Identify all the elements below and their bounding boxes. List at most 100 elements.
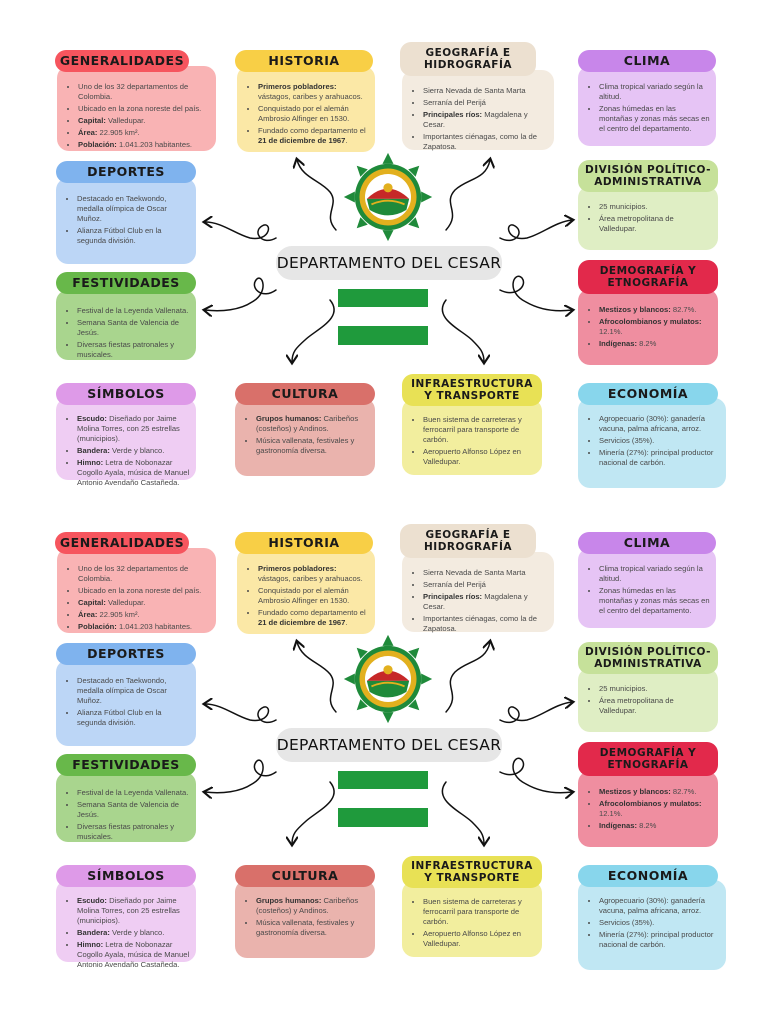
cultura-list: Grupos humanos: Caribeños (costeños) y A… [245, 414, 369, 456]
demografia-title: DEMOGRAFÍA Y ETNOGRAFÍA [578, 260, 718, 294]
mind-map-top: DEPARTAMENTO DEL CESAR Uno de los 32 dep… [0, 0, 768, 488]
arrow-to-geografia [445, 160, 490, 231]
list-item: Sierra Nevada de Santa Marta [423, 568, 548, 578]
deportes-list: Destacado en Taekwondo, medalla olímpica… [66, 194, 190, 246]
list-item: Agropecuario (30%): ganadería vacuna, pa… [599, 414, 720, 434]
item-text: Minería (27%): principal productor nacio… [599, 930, 714, 950]
item-text: Fundado como departamento el [258, 608, 366, 618]
list-item: Importantes ciénagas, como la de Zapatos… [423, 614, 548, 634]
generalidades-title: GENERALIDADES [55, 532, 189, 554]
clima-card: Clima tropical variado según la altitud.… [578, 548, 716, 628]
coat-of-arms-icon [343, 634, 433, 724]
item-text: . [345, 136, 348, 146]
clima-list: Clima tropical variado según la altitud.… [588, 82, 710, 134]
item-text: Diversas fiestas patronales y musicales. [77, 340, 175, 360]
simbolos-title: SÍMBOLOS [56, 383, 196, 405]
item-label: Principales ríos: [423, 592, 483, 602]
item-label: Escudo: [77, 896, 107, 905]
cultura-card: Grupos humanos: Caribeños (costeños) y A… [235, 398, 375, 476]
list-item: Conquistado por el alemán Ambrosio Alfin… [258, 104, 369, 124]
economia-card: Agropecuario (30%): ganadería vacuna, pa… [578, 880, 726, 970]
cultura-list: Grupos humanos: Caribeños (costeños) y A… [245, 896, 369, 938]
item-text: Caribeños (costeños) y Andinos. [256, 896, 359, 916]
item-text: Festival de la Leyenda Vallenata. [77, 306, 189, 315]
item-text: Aeropuerto Alfonso López en Valledupar. [423, 929, 521, 949]
list-item: Bandera: Verde y blanco. [77, 446, 190, 456]
clima-list: Clima tropical variado según la altitud.… [588, 564, 710, 616]
list-item: Aeropuerto Alfonso López en Valledupar. [423, 447, 536, 467]
item-text: Aeropuerto Alfonso López en Valledupar. [423, 447, 521, 467]
geografia-card: Sierra Nevada de Santa MartaSerranía del… [402, 552, 554, 634]
list-item: Zonas húmedas en las montañas y zonas má… [599, 586, 710, 616]
arrow-to-demografia [499, 757, 572, 792]
list-item: Servicios (35%). [599, 436, 720, 446]
clima-title: CLIMA [578, 50, 716, 72]
infraestructura-list: Buen sistema de carreteras y ferrocarril… [412, 415, 536, 467]
list-item: 25 municipios. [599, 684, 712, 694]
list-item: Música vallenata, festivales y gastronom… [256, 436, 369, 456]
item-label: Afrocolombianos y mulatos: [599, 799, 702, 809]
item-text: Servicios (35%). [599, 918, 655, 928]
cultura-title: CULTURA [235, 383, 375, 405]
item-label: Indígenas: [599, 821, 637, 831]
arrow-to-infraestructura [441, 299, 484, 362]
list-item: Afrocolombianos y mulatos: 12.1%. [599, 799, 712, 819]
economia-card: Agropecuario (30%): ganadería vacuna, pa… [578, 398, 726, 488]
item-text: Diseñado por Jaime Molina Torres, con 25… [77, 896, 180, 926]
arrow-to-infraestructura [441, 781, 484, 844]
item-text: Uno de los 32 departamentos de Colombia. [78, 564, 189, 584]
item-label: Capital: [78, 598, 106, 608]
festividades-list: Festival de la Leyenda Vallenata. Semana … [66, 306, 190, 360]
generalidades-list: Uno de los 32 departamentos de Colombia.… [67, 82, 210, 150]
list-item: Indígenas: 8.2% [599, 339, 712, 349]
list-item: Indígenas: 8.2% [599, 821, 712, 831]
item-text: Área metropolitana de Valledupar. [599, 214, 674, 234]
list-item: Escudo: Diseñado por Jaime Molina Torres… [77, 896, 190, 926]
division-title: DIVISIÓN POLÍTICO-ADMINISTRATIVA [578, 642, 718, 674]
item-text: Serranía del Perijá [423, 98, 486, 108]
item-text: 25 municipios. [599, 202, 648, 211]
list-item: Uno de los 32 departamentos de Colombia. [78, 82, 210, 102]
item-text: Caribeños (costeños) y Andinos. [256, 414, 359, 434]
item-text: Área metropolitana de Valledupar. [599, 696, 674, 716]
deportes-card: Destacado en Taekwondo, medalla olímpica… [56, 178, 196, 264]
cultura-title: CULTURA [235, 865, 375, 887]
list-item: Aeropuerto Alfonso López en Valledupar. [423, 929, 536, 949]
item-text: Valledupar. [105, 116, 146, 126]
item-label: Mestizos y blancos: [599, 305, 671, 314]
item-text: 1.041.203 habitantes. [116, 622, 192, 632]
seal-rays [343, 634, 433, 724]
item-text: Verde y blanco. [109, 928, 165, 938]
list-item: Alianza Fútbol Club en la segunda divisi… [77, 226, 190, 246]
list-item: Destacado en Taekwondo, medalla olímpica… [77, 194, 190, 224]
item-text: 82.7%. [670, 305, 697, 314]
item-text: Alianza Fútbol Club en la segunda divisi… [77, 708, 162, 728]
item-text: Sierra Nevada de Santa Marta [423, 568, 526, 577]
list-item: Conquistado por el alemán Ambrosio Alfin… [258, 586, 369, 606]
item-text: Semana Santa de Valencia de Jesús. [77, 318, 180, 338]
historia-list: Primeros pobladores: vástagos, caribes y… [247, 82, 369, 146]
item-text: Zonas húmedas en las montañas y zonas má… [599, 104, 710, 134]
arrow-to-cultura [292, 781, 335, 844]
item-text: 1.041.203 habitantes. [116, 140, 192, 150]
item-label: Primeros pobladores: [258, 564, 337, 573]
item-label: Mestizos y blancos: [599, 787, 671, 796]
item-label: 21 de diciembre de 1967 [258, 136, 346, 146]
infraestructura-card: Buen sistema de carreteras y ferrocarril… [402, 399, 542, 475]
list-item: Festival de la Leyenda Vallenata. [77, 788, 190, 798]
item-text: Letra de Nobonazar Cogollo Ayala, música… [77, 940, 190, 970]
historia-card: Primeros pobladores: vástagos, caribes y… [237, 66, 375, 152]
item-text: Ubicado en la zona noreste del país. [78, 586, 202, 596]
item-text: Zonas húmedas en las montañas y zonas má… [599, 586, 710, 616]
item-label: Bandera: [77, 928, 110, 938]
item-text: Ubicado en la zona noreste del país. [78, 104, 202, 114]
item-text: Destacado en Taekwondo, medalla olímpica… [77, 676, 167, 706]
list-item: 25 municipios. [599, 202, 712, 212]
item-text: Conquistado por el alemán Ambrosio Alfin… [258, 104, 350, 124]
generalidades-card: Uno de los 32 departamentos de Colombia.… [57, 548, 216, 633]
item-text: Semana Santa de Valencia de Jesús. [77, 800, 180, 820]
item-label: 21 de diciembre de 1967 [258, 618, 346, 628]
festividades-list: Festival de la Leyenda Vallenata. Semana … [66, 788, 190, 842]
item-text: Agropecuario (30%): ganadería vacuna, pa… [599, 414, 705, 434]
generalidades-list: Uno de los 32 departamentos de Colombia.… [67, 564, 210, 632]
